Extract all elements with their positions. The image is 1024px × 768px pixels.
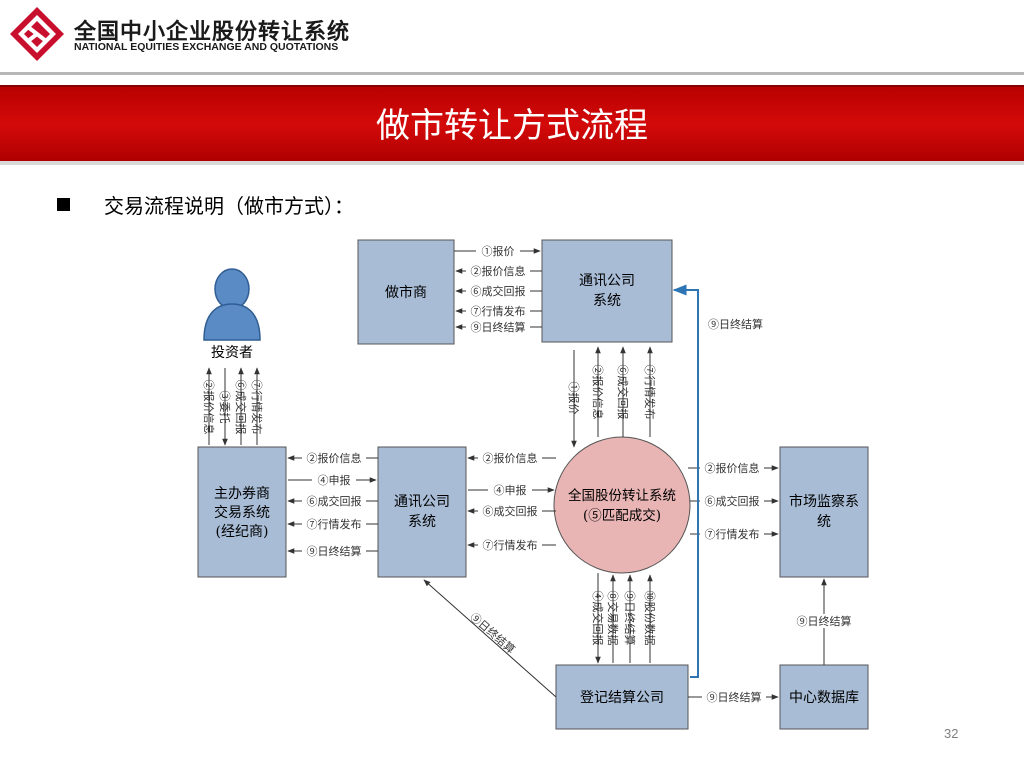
title-banner (0, 85, 1024, 163)
investor-person-icon (203, 268, 261, 341)
broker-label-2: 交易系统 (214, 504, 270, 521)
edge-inv-market: ⑦行情发布 (250, 380, 264, 435)
edge-ct-quote: ①报价 (567, 382, 581, 415)
broker-system-node (197, 446, 287, 578)
edge-sup-quote-info: ②报价信息 (705, 461, 760, 475)
data-center-node (779, 664, 869, 730)
edge-reg-to-comm-top: ⑨日终结算 (708, 317, 763, 331)
investor-label: 投资者 (211, 345, 253, 361)
edge-reg-stock-data: ⑩股份数据 (643, 591, 657, 646)
center-label-1: 全国股份转让系统 (568, 487, 676, 504)
logo-english-name: NATIONAL EQUITIES EXCHANGE AND QUOTATION… (74, 41, 339, 53)
edge-reg-trade-data: ⑧交易数据 (606, 591, 620, 646)
edge-bk-market: ⑦行情发布 (307, 517, 362, 531)
market-maker-node (357, 239, 455, 345)
supervision-label-1: 市场监察系 (789, 493, 859, 510)
edge-ct-deal: ⑥成交回报 (616, 365, 630, 420)
registry-label: 登记结算公司 (580, 690, 664, 706)
comm-mid-label-1: 通讯公司 (394, 494, 450, 510)
comm-top-label-1: 通讯公司 (579, 273, 635, 289)
broker-label-1: 主办券商 (214, 486, 270, 502)
edge-cm-declare: ④申报 (494, 483, 527, 497)
edge-sup-market: ⑦行情发布 (705, 527, 760, 541)
page-number: 32 (944, 726, 959, 741)
header-divider (0, 72, 1024, 75)
comm-system-top-node (541, 239, 673, 343)
data-center-label: 中心数据库 (789, 690, 859, 706)
comm-system-mid-node (377, 446, 467, 578)
settlement-path-blue (672, 284, 699, 678)
edge-mm-quote-info: ②报价信息 (471, 264, 526, 278)
bullet-square-icon (57, 198, 70, 211)
edge-cm-quote-info: ②报价信息 (483, 451, 538, 465)
edge-inv-entrust: ③委托 (218, 391, 232, 424)
edge-mm-quote: ①报价 (482, 244, 515, 258)
registry-node (555, 664, 689, 730)
edge-bk-quote-info: ②报价信息 (307, 451, 362, 465)
comm-mid-label-2: 系统 (408, 514, 436, 530)
edge-sup-deal: ⑥成交回报 (705, 494, 760, 508)
logo-chinese-name: 全国中小企业股份转让系统 (74, 20, 351, 45)
edge-dc-to-sup: ⑨日终结算 (797, 614, 852, 628)
edge-inv-deal: ⑥成交回报 (234, 380, 248, 435)
banner-shadow (0, 161, 1024, 165)
edge-ct-quote-info: ②报价信息 (591, 365, 605, 420)
neeq-logo-icon (10, 7, 64, 61)
edge-reg-settle: ⑨日终结算 (623, 591, 637, 646)
comm-top-label-2: 系统 (593, 293, 621, 309)
edge-inv-quote-info: ②报价信息 (202, 380, 216, 435)
edge-reg-deal: ④成交回报 (591, 591, 605, 646)
edge-cm-market: ⑦行情发布 (483, 538, 538, 552)
center-system-node (553, 436, 691, 574)
edge-mm-market: ⑦行情发布 (471, 304, 526, 318)
edge-cm-deal: ⑥成交回报 (483, 504, 538, 518)
center-label-2: (⑤匹配成交) (583, 507, 661, 524)
edge-bk-declare: ④申报 (318, 473, 351, 487)
edge-reg-to-dc: ⑨日终结算 (707, 690, 762, 704)
broker-label-3: (经纪商) (216, 524, 269, 540)
edge-ct-market: ⑦行情发布 (643, 365, 657, 420)
supervision-node (779, 446, 869, 578)
market-maker-label: 做市商 (385, 284, 427, 301)
edge-bk-deal: ⑥成交回报 (307, 494, 362, 508)
edge-mm-settle: ⑨日终结算 (471, 320, 526, 334)
slide-title: 做市转让方式流程 (376, 106, 648, 146)
slide-subtitle: 交易流程说明（做市方式）： (104, 194, 354, 218)
supervision-label-2: 统 (817, 514, 831, 530)
edge-mm-deal: ⑥成交回报 (471, 284, 526, 298)
edge-reg-to-comm-mid: ⑨日终结算 (467, 610, 518, 657)
edge-bk-settle: ⑨日终结算 (307, 544, 362, 558)
